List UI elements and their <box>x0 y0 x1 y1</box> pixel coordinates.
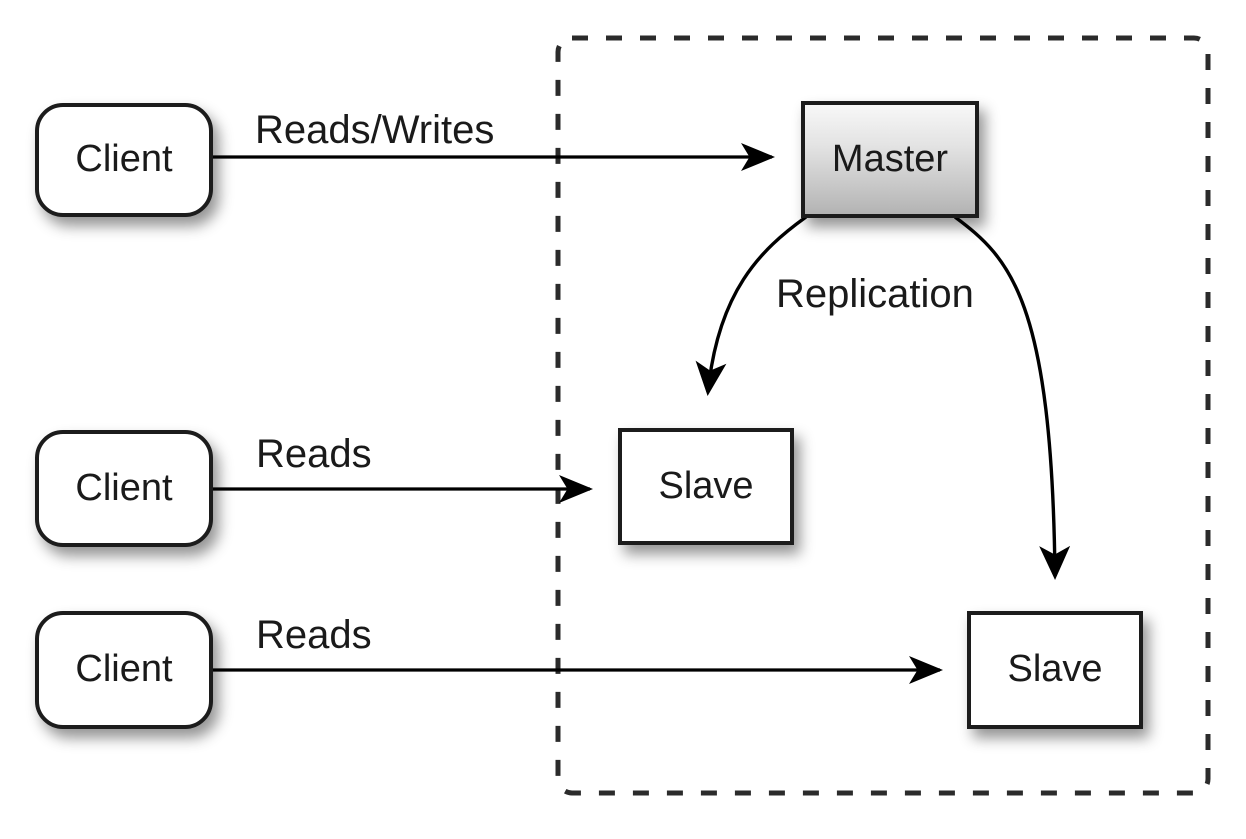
slave-2-label: Slave <box>1007 648 1102 690</box>
edge-label-reads-slave2: Reads <box>256 613 372 657</box>
node-slave-2[interactable]: Slave <box>967 611 1143 729</box>
node-client-2[interactable]: Client <box>35 430 213 547</box>
node-slave-1[interactable]: Slave <box>618 428 794 545</box>
client-1-box[interactable] <box>35 103 213 217</box>
database-cluster-boundary <box>555 35 1211 796</box>
slave-1-label: Slave <box>658 465 753 507</box>
node-client-3[interactable]: Client <box>35 611 213 729</box>
edge-curve-replication-right <box>953 215 1071 580</box>
client-3-box[interactable] <box>35 611 213 729</box>
client-2-label: Client <box>75 467 173 509</box>
edge-label-replication: Replication <box>776 272 974 316</box>
node-client-1[interactable]: Client <box>35 103 213 217</box>
master-label: Master <box>832 138 948 180</box>
edge-curve-replication-left <box>695 215 807 396</box>
node-master[interactable]: Master <box>801 101 979 218</box>
edge-label-reads-writes: Reads/Writes <box>255 108 494 152</box>
edge-master-to-slave1 <box>695 215 807 396</box>
edge-master-to-slave2 <box>953 215 1071 580</box>
client-2-box[interactable] <box>35 430 213 547</box>
client-1-label: Client <box>75 138 173 180</box>
client-3-label: Client <box>75 648 173 690</box>
slave-1-box[interactable] <box>618 428 794 545</box>
master-box[interactable] <box>801 101 979 218</box>
slave-2-box[interactable] <box>967 611 1143 729</box>
edge-label-reads-slave1: Reads <box>256 432 372 476</box>
